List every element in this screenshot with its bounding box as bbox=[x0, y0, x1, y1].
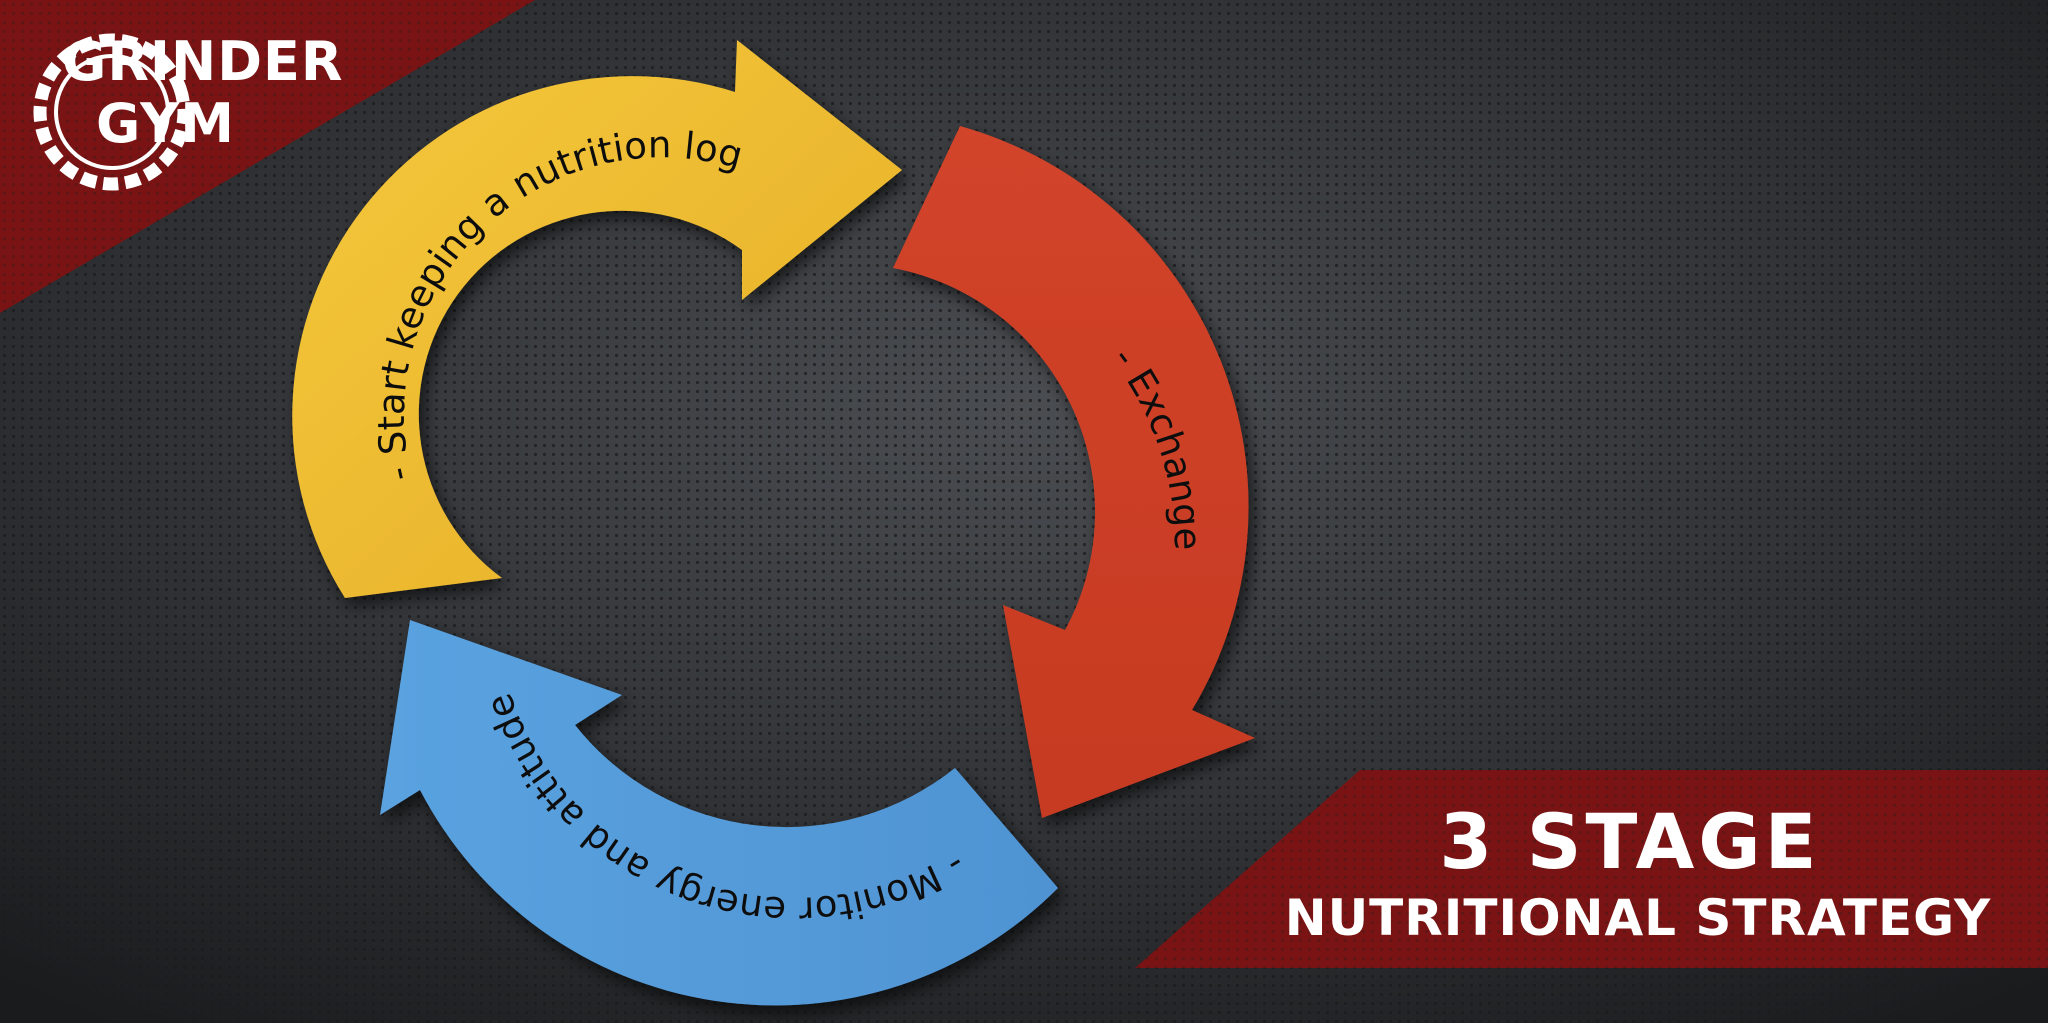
stage-arrow-3-shape bbox=[380, 620, 1058, 1006]
title-line1: 3 STAGE bbox=[1439, 797, 1820, 886]
brand-logo[interactable]: GRINDER GYM bbox=[20, 20, 344, 205]
brand-line2: GYM bbox=[96, 92, 235, 155]
gear-icon bbox=[33, 33, 191, 191]
logo-corner-texture bbox=[0, 0, 535, 313]
stage-arrow-2[interactable]: - Exchange bbox=[893, 126, 1255, 818]
title-banner-texture bbox=[1135, 770, 2048, 968]
title-line2: NUTRITIONAL STRATEGY bbox=[1285, 889, 1992, 947]
brand-line1: GRINDER bbox=[62, 30, 343, 93]
stage-arrow-2-shape bbox=[893, 126, 1255, 818]
stage-arrow-1-shape bbox=[292, 40, 902, 598]
